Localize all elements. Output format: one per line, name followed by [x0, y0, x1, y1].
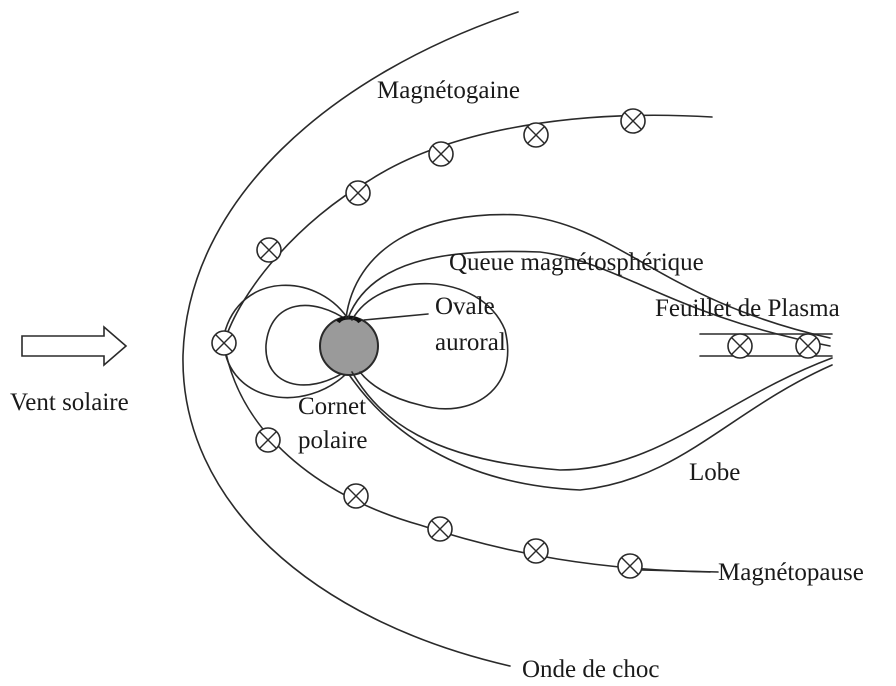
- magnetotail-label: Queue magnétosphérique: [449, 249, 704, 276]
- current-marker-1: [621, 109, 645, 133]
- current-marker-6: [212, 331, 236, 355]
- auroral-oval-label-line2: auroral: [435, 329, 506, 356]
- magnetopause-lower-curve: [224, 343, 710, 572]
- current-marker-13: [796, 334, 820, 358]
- polar-cusp-label-line1: Cornet: [298, 393, 366, 420]
- magnetopause-label: Magnétopause: [718, 559, 864, 586]
- current-marker-3: [429, 142, 453, 166]
- tail-field-line-3: [352, 358, 832, 470]
- magnetosheath-label: Magnétogaine: [377, 77, 520, 104]
- auroral-oval-leader: [364, 314, 428, 320]
- current-marker-7: [256, 428, 280, 452]
- polar-cusp-label-line2: polaire: [298, 427, 367, 454]
- current-marker-4: [346, 181, 370, 205]
- current-marker-12: [728, 334, 752, 358]
- current-marker-5: [257, 238, 281, 262]
- auroral-oval-label-line1: Ovale: [435, 293, 495, 320]
- current-marker-11: [618, 554, 642, 578]
- current-marker-9: [428, 517, 452, 541]
- lobe-label: Lobe: [689, 459, 740, 486]
- solar-wind-label: Vent solaire: [10, 389, 129, 416]
- right-arrow-icon: [22, 327, 126, 365]
- tail-field-line-4: [350, 365, 832, 490]
- bow-shock-label: Onde de choc: [522, 656, 659, 683]
- earth: [320, 317, 378, 375]
- current-marker-8: [344, 484, 368, 508]
- magnetopause-leader: [642, 570, 718, 572]
- current-marker-10: [524, 539, 548, 563]
- current-marker-2: [524, 123, 548, 147]
- plasma-sheet-label: Feuillet de Plasma: [655, 295, 840, 322]
